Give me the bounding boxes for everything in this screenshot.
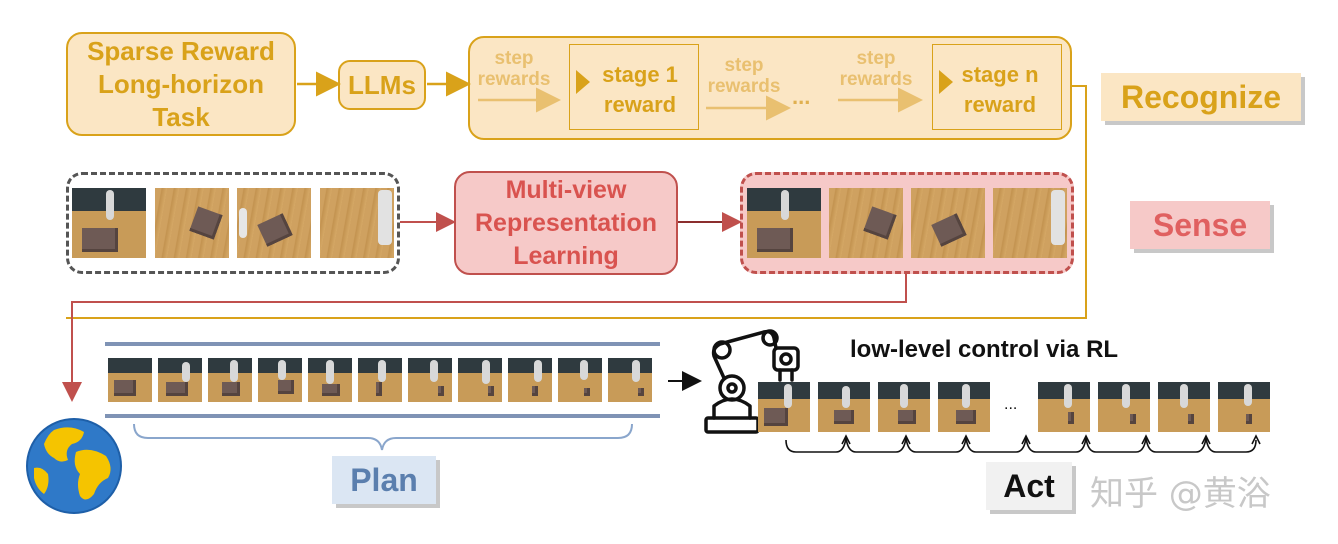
recognize-to-act-line (66, 85, 1087, 319)
act-frame (1038, 382, 1090, 432)
plan-frame (508, 358, 552, 402)
plan-frame (458, 358, 502, 402)
learned-thumb-2 (829, 188, 903, 258)
sense-line-1: Multi-view (505, 175, 627, 204)
act-frame (818, 382, 870, 432)
stage-1-reward-box (569, 44, 699, 130)
plan-frame (408, 358, 452, 402)
recognize-tag: Recognize (1101, 73, 1301, 121)
task-line-3: Task (152, 101, 210, 132)
learned-thumb-4 (993, 188, 1067, 258)
stage-ellipsis: ... (792, 84, 811, 109)
act-title: low-level control via RL (850, 336, 1119, 363)
view-thumb-2 (155, 188, 229, 258)
act-braces (785, 437, 1257, 453)
sparse-reward-task-box: Sparse Reward Long-horizon Task (66, 32, 296, 136)
plan-brace (133, 423, 633, 451)
stage-n-triangle (939, 70, 953, 94)
plan-frame (558, 358, 602, 402)
act-tag: Act (986, 462, 1072, 510)
plan-frame (358, 358, 402, 402)
act-frame (758, 382, 810, 432)
task-line-2: Long-horizon (97, 68, 265, 99)
step-rewards-container (468, 36, 1072, 140)
plan-frame (208, 358, 252, 402)
act-frame (1098, 382, 1150, 432)
sense-line-3: Learning (513, 241, 619, 270)
plan-frame (108, 358, 152, 402)
multi-view-representation-learning-box: Multi-view Representation Learning (454, 171, 678, 275)
act-frame (938, 382, 990, 432)
view-thumb-3 (237, 188, 311, 258)
plan-frame (258, 358, 302, 402)
act-ellipsis: ... (1004, 396, 1018, 413)
input-views-box (66, 172, 400, 274)
watermark: 知乎 @黄浴 (1090, 474, 1271, 514)
llms-label: LLMs (348, 69, 416, 100)
sense-line-2: Representation (475, 208, 657, 237)
plan-frame (608, 358, 652, 402)
learned-thumb-3 (911, 188, 985, 258)
view-thumb-1 (72, 188, 146, 258)
task-line-1: Sparse Reward (87, 35, 275, 66)
plan-frame (158, 358, 202, 402)
plan-tag: Plan (332, 456, 436, 504)
act-frame (878, 382, 930, 432)
view-thumb-4 (320, 188, 394, 258)
learned-thumb-1 (747, 188, 821, 258)
plan-frames-strip (108, 358, 660, 404)
act-frame (1158, 382, 1210, 432)
plan-frame (308, 358, 352, 402)
globe-icon (26, 418, 122, 514)
act-frames-strip: ... (758, 382, 1270, 434)
stage-n-reward-box (932, 44, 1062, 130)
sense-tag: Sense (1130, 201, 1270, 249)
stage-1-triangle (576, 70, 590, 94)
act-frame (1218, 382, 1270, 432)
robot-arm-icon (704, 329, 800, 434)
sense-to-globe-line (62, 274, 907, 402)
